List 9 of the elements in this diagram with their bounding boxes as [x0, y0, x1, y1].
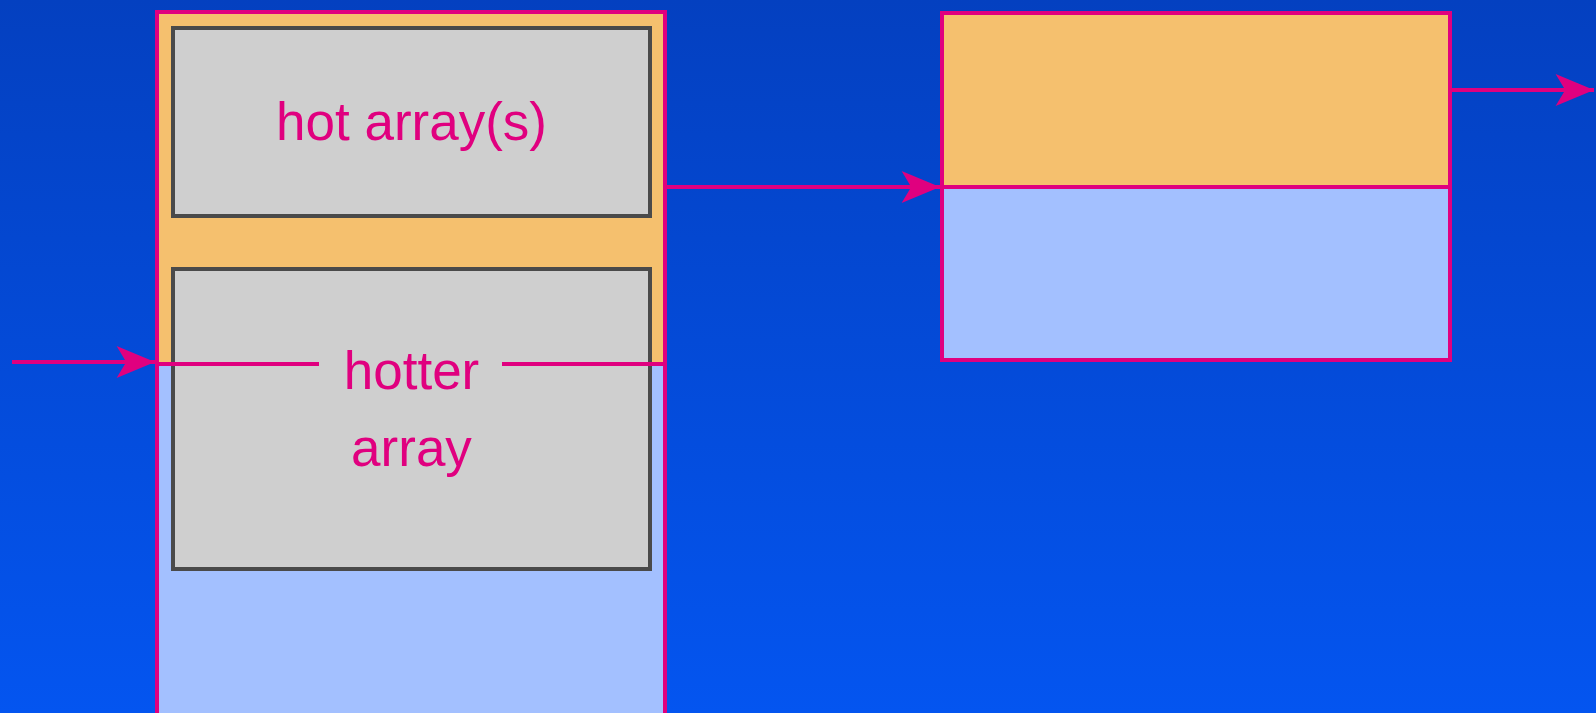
array-label: hotter array [342, 340, 481, 479]
array-box [171, 267, 652, 571]
array-label: hot array(s) [276, 90, 547, 153]
arrow [12, 346, 155, 378]
memory-block [940, 11, 1452, 362]
array-box [171, 26, 652, 218]
memory-block [155, 10, 667, 713]
arrow [1452, 74, 1594, 106]
arrow [667, 171, 940, 203]
